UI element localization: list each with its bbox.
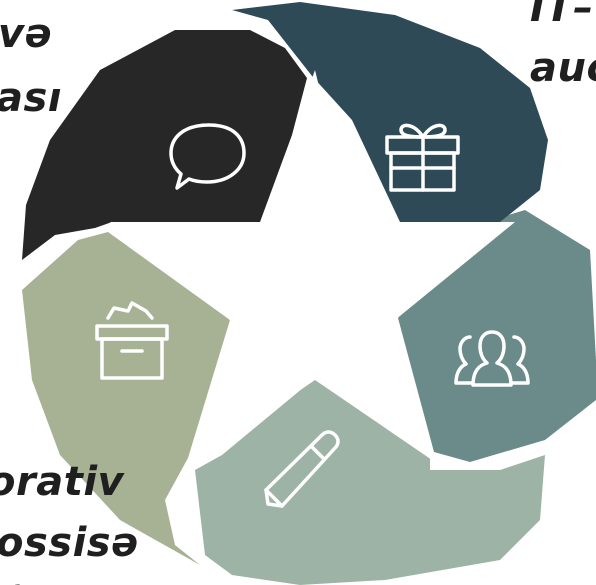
caption-bottom-left-line2: ossisə	[0, 520, 139, 566]
segment-top-right	[232, 2, 548, 222]
caption-top-left-line1: və	[0, 11, 53, 57]
caption-top-right-line1: IT–	[530, 0, 594, 31]
caption-top-left-line2: ası	[0, 75, 63, 121]
archive-box-icon	[95, 301, 169, 380]
speech-bubble-icon	[169, 123, 246, 190]
team-icon	[454, 330, 530, 387]
segment-top-left	[22, 30, 307, 260]
center-star	[110, 70, 515, 460]
segment-bottom	[195, 378, 545, 585]
caption-top-right-line2: auc	[530, 45, 596, 91]
caption-bottom-left-line1: orativ	[0, 459, 125, 505]
segment-left	[22, 232, 230, 565]
pencil-icon	[264, 430, 340, 508]
caption-bottom-left-line3: r	[0, 574, 18, 585]
gift-icon	[385, 123, 460, 192]
